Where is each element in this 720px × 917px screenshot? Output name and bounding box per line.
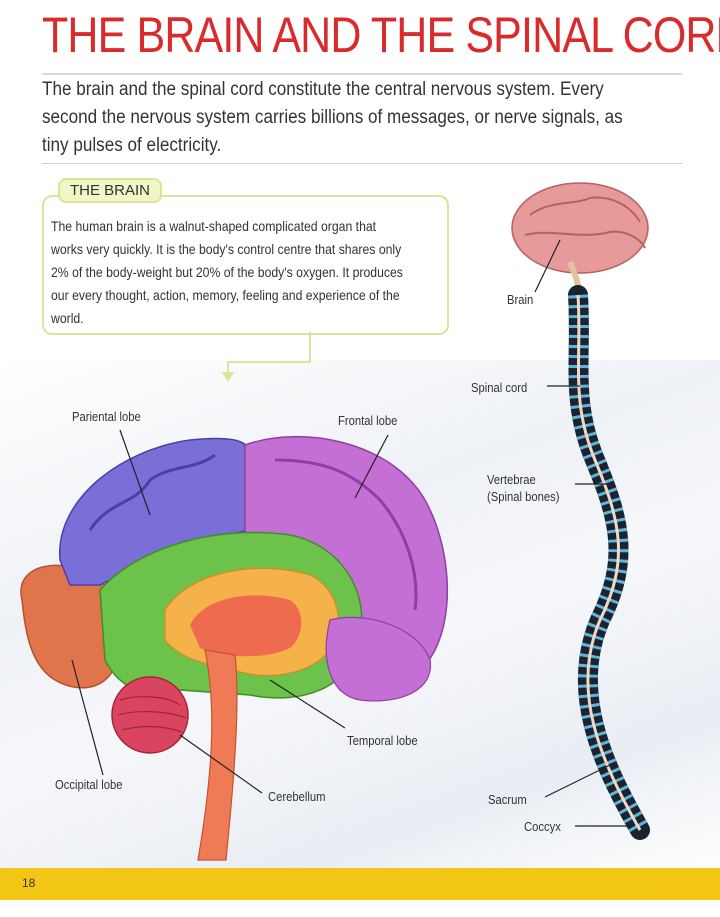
label-vertebrae: Vertebrae (Spinal bones) <box>487 472 560 506</box>
footer-bar <box>0 868 720 900</box>
brain-info-text: The human brain is a walnut-shaped compl… <box>51 215 411 330</box>
label-vertebrae-line2: (Spinal bones) <box>487 489 560 506</box>
callout-pointer-arrow <box>222 372 234 382</box>
label-cerebellum: Cerebellum <box>268 790 326 804</box>
label-coccyx: Coccyx <box>524 820 561 834</box>
label-temporal-lobe: Temporal lobe <box>347 734 418 748</box>
intro-paragraph: The brain and the spinal cord constitute… <box>42 76 627 160</box>
spine-brain-shape <box>512 183 648 273</box>
label-brain: Brain <box>507 293 533 307</box>
label-parietal-lobe: Pariental lobe <box>72 410 141 424</box>
label-occipital-lobe: Occipital lobe <box>55 778 123 792</box>
sacrum-leader <box>545 765 610 797</box>
label-spinal-cord: Spinal cord <box>471 381 527 395</box>
label-frontal-lobe: Frontal lobe <box>338 414 397 428</box>
label-vertebrae-line1: Vertebrae <box>487 472 560 489</box>
page-number: 18 <box>22 876 35 890</box>
callout-pointer <box>228 332 310 378</box>
spine-illustration <box>470 175 700 865</box>
brain-info-heading: THE BRAIN <box>58 178 162 203</box>
page-title: THE BRAIN AND THE SPINAL CORD <box>42 6 720 64</box>
label-sacrum: Sacrum <box>488 793 527 807</box>
intro-divider <box>42 163 682 164</box>
title-divider <box>42 73 682 75</box>
